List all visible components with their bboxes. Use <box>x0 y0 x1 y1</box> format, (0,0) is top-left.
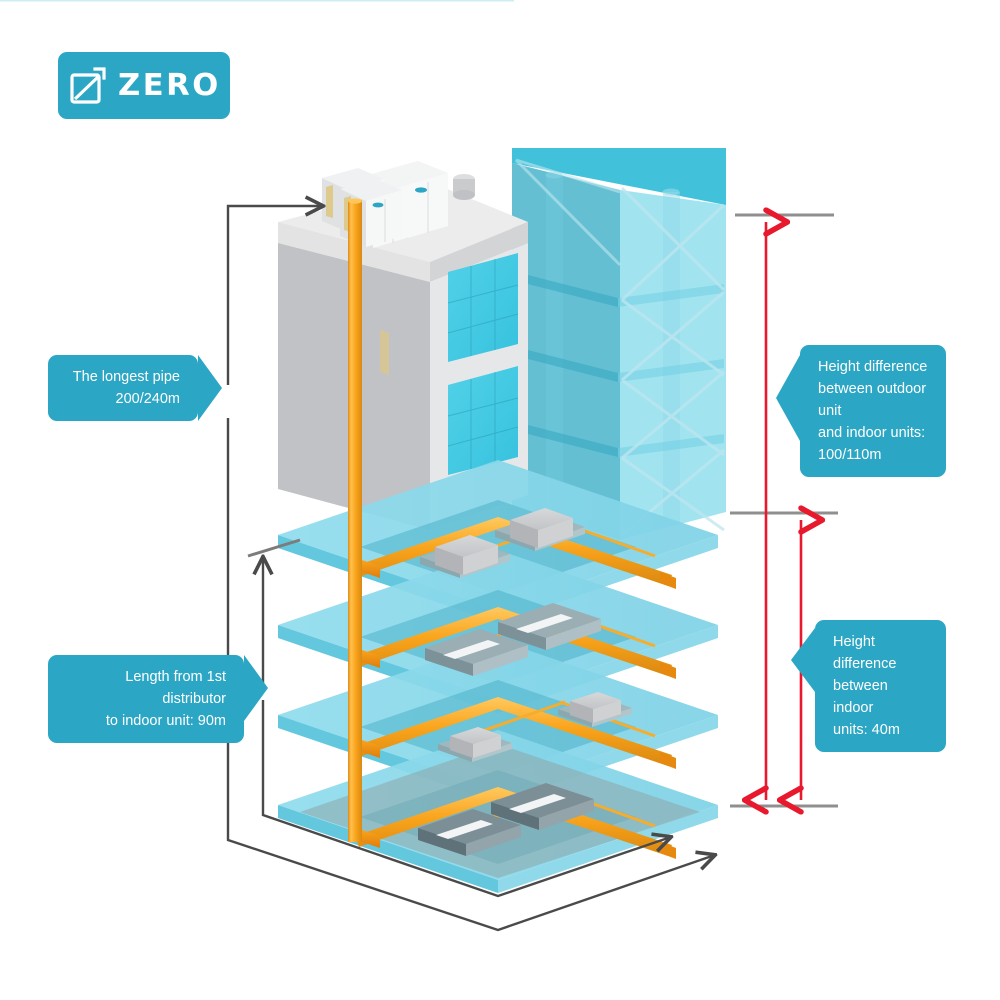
callout-first-distributor: Length from 1st distributor to indoor un… <box>48 655 244 743</box>
callout-line: between indoor <box>833 678 888 716</box>
callout-line: 100/110m <box>818 447 882 463</box>
zero-z-mark-icon <box>68 65 110 107</box>
callout-line: to indoor unit: 90m <box>105 713 226 729</box>
glass-tower <box>0 0 726 540</box>
indoor-unit <box>425 629 528 676</box>
indoor-unit <box>438 727 512 762</box>
indoor-unit <box>495 508 585 551</box>
indoor-units <box>418 508 632 856</box>
callout-line: Length from 1st distributor <box>125 669 226 707</box>
riser-branch-stub <box>362 560 380 848</box>
indoor-unit <box>491 783 594 830</box>
callout-line: The longest pipe <box>72 369 180 385</box>
indoor-unit <box>420 535 510 578</box>
window-panel-lower <box>447 366 519 475</box>
indoor-unit <box>558 692 632 727</box>
callout-line: and indoor units: <box>818 425 926 441</box>
callout-line: 200/240m <box>115 391 181 407</box>
leader-bottom-inner <box>261 700 668 898</box>
leader-distributor <box>247 538 301 688</box>
callout-line: between outdoor unit <box>818 381 927 419</box>
callout-line: units: 40m <box>833 722 900 738</box>
callout-tip-longest-pipe <box>198 355 222 421</box>
callout-line: Height difference <box>818 359 928 375</box>
zero-logo-text: ZERO <box>118 67 221 103</box>
callout-longest-pipe: The longest pipe 200/240m <box>48 355 198 421</box>
callout-line: Height difference <box>833 634 897 672</box>
floor-pipe-loop <box>355 697 676 769</box>
indoor-unit <box>498 603 601 650</box>
roof-vent-icon <box>453 174 475 200</box>
callout-outdoor-indoor-height: Height difference between outdoor unit a… <box>800 345 946 477</box>
floor-slab <box>278 640 718 803</box>
callout-tip-outdoor-height <box>776 355 800 441</box>
callout-tip-indoor-height <box>791 628 815 692</box>
indoor-unit <box>418 809 521 856</box>
main-riser-pipe <box>348 200 362 842</box>
callout-indoor-indoor-height: Height difference between indoor units: … <box>815 620 946 752</box>
zero-logo[interactable]: ZERO <box>58 52 230 119</box>
window-panel-upper <box>447 253 519 362</box>
leader-longest-pipe <box>226 206 320 385</box>
callout-tip-distributor <box>244 655 268 721</box>
leader-bottom-outer <box>226 418 712 932</box>
